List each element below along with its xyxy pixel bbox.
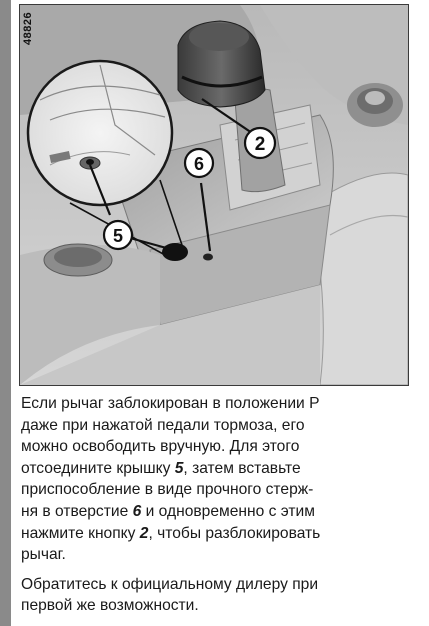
para1-line-7-start: нажмите кнопку bbox=[21, 524, 140, 542]
callout-5: 5 bbox=[102, 219, 134, 251]
para1-line-3: можно освободить вручную. Для этого bbox=[21, 438, 300, 456]
zoom-detail bbox=[39, 64, 166, 170]
ref-hole-6: 6 bbox=[132, 502, 142, 520]
para1-line-4: отсоедините крышку 5, затем вставьте bbox=[21, 458, 413, 480]
callout-2: 2 bbox=[243, 126, 277, 160]
para1-line-8: рычаг. bbox=[21, 546, 66, 564]
para1-line-4-end: , затем вставьте bbox=[183, 459, 301, 477]
para1-line-7-end: , чтобы разблокировать bbox=[148, 524, 321, 542]
callout-5-label: 5 bbox=[113, 226, 123, 246]
para1-line-5: приспособление в виде прочного стерж- bbox=[21, 481, 314, 499]
para1-line-2: даже при нажатой педали тормоза, его bbox=[21, 416, 305, 434]
para2-line-2: первой же возможности. bbox=[21, 597, 199, 615]
ref-cover-5: 5 bbox=[174, 459, 184, 477]
side-bar bbox=[0, 0, 11, 626]
callout-2-label: 2 bbox=[255, 134, 266, 155]
instruction-text: Если рычаг заблокирован в положении P да… bbox=[21, 393, 413, 625]
para2-line-1: Обратитесь к официальному дилеру при bbox=[21, 575, 319, 593]
para1-line-1: Если рычаг заблокирован в положении P bbox=[21, 395, 320, 412]
para1-line-7: нажмите кнопку 2, чтобы разблокировать bbox=[21, 523, 413, 545]
para1-line-6-end: и одновременно с этим bbox=[141, 502, 315, 520]
gear-lever-illustration: 2 6 5 bbox=[20, 5, 408, 385]
para1-line-4-start: отсоедините крышку bbox=[21, 459, 175, 477]
para1-line-6: ня в отверстие 6 и одновременно с этим bbox=[21, 501, 413, 523]
para1-line-6-start: ня в отверстие bbox=[21, 502, 133, 520]
callout-6-label: 6 bbox=[194, 154, 204, 174]
figure-illustration: 2 6 5 48826 bbox=[19, 4, 409, 386]
ref-button-2: 2 bbox=[139, 524, 149, 542]
paragraph-1: Если рычаг заблокирован в положении P да… bbox=[21, 393, 413, 566]
paragraph-2: Обратитесь к официальному дилеру при пер… bbox=[21, 574, 413, 617]
figure-id: 48826 bbox=[22, 11, 34, 45]
callout-6: 6 bbox=[183, 147, 215, 179]
